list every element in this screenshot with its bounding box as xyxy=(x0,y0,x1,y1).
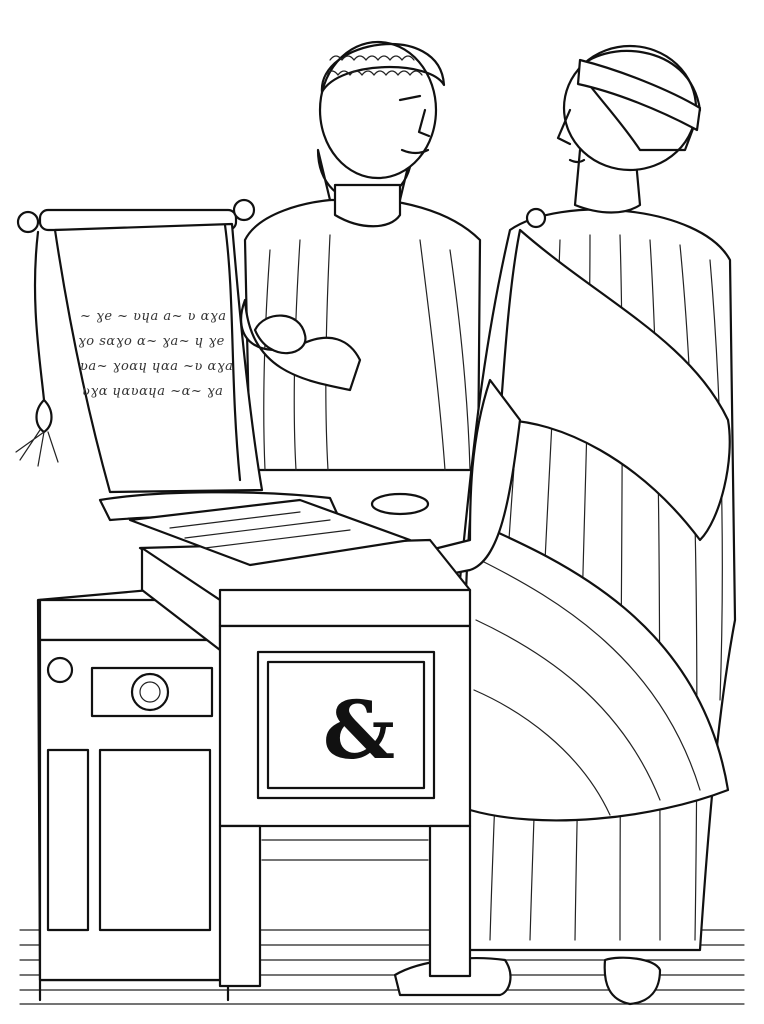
svg-text:ʋa~ ɣoɑɥ ɥɑa ~ʋ ɑɣa: ʋa~ ɣoɑɥ ɥɑa ~ʋ ɑɣa xyxy=(80,359,233,374)
hanging-scroll: ~ ɣe ~ ʋɥa a~ ʋ ɑɣa ɣo sɑɣo ɑ~ ɣa~ ɥ ɣe … xyxy=(15,198,264,494)
desk-papers xyxy=(98,491,430,567)
svg-text:~ ɣe ~ ʋɥa a~ ʋ ɑɣa: ~ ɣe ~ ʋɥa a~ ʋ ɑɣa xyxy=(80,309,226,324)
svg-text:ɣo sɑɣo ɑ~ ɣa~ ɥ ɣe: ɣo sɑɣo ɑ~ ɣa~ ɥ ɣe xyxy=(78,334,225,349)
scroll-script: ~ ɣe ~ ʋɥa a~ ʋ ɑɣa ɣo sɑɣo ɑ~ ɣa~ ɥ ɣe … xyxy=(78,309,233,399)
svg-text:ʋɣɑ ɥɑʋɑɥa ~ɑ~ ɣa: ʋɣɑ ɥɑʋɑɥa ~ɑ~ ɣa xyxy=(82,384,223,399)
ampersand-symbol: & xyxy=(323,683,395,777)
writing-desk: & xyxy=(36,538,472,1002)
left-figure xyxy=(239,40,482,472)
right-figure xyxy=(393,44,737,1006)
